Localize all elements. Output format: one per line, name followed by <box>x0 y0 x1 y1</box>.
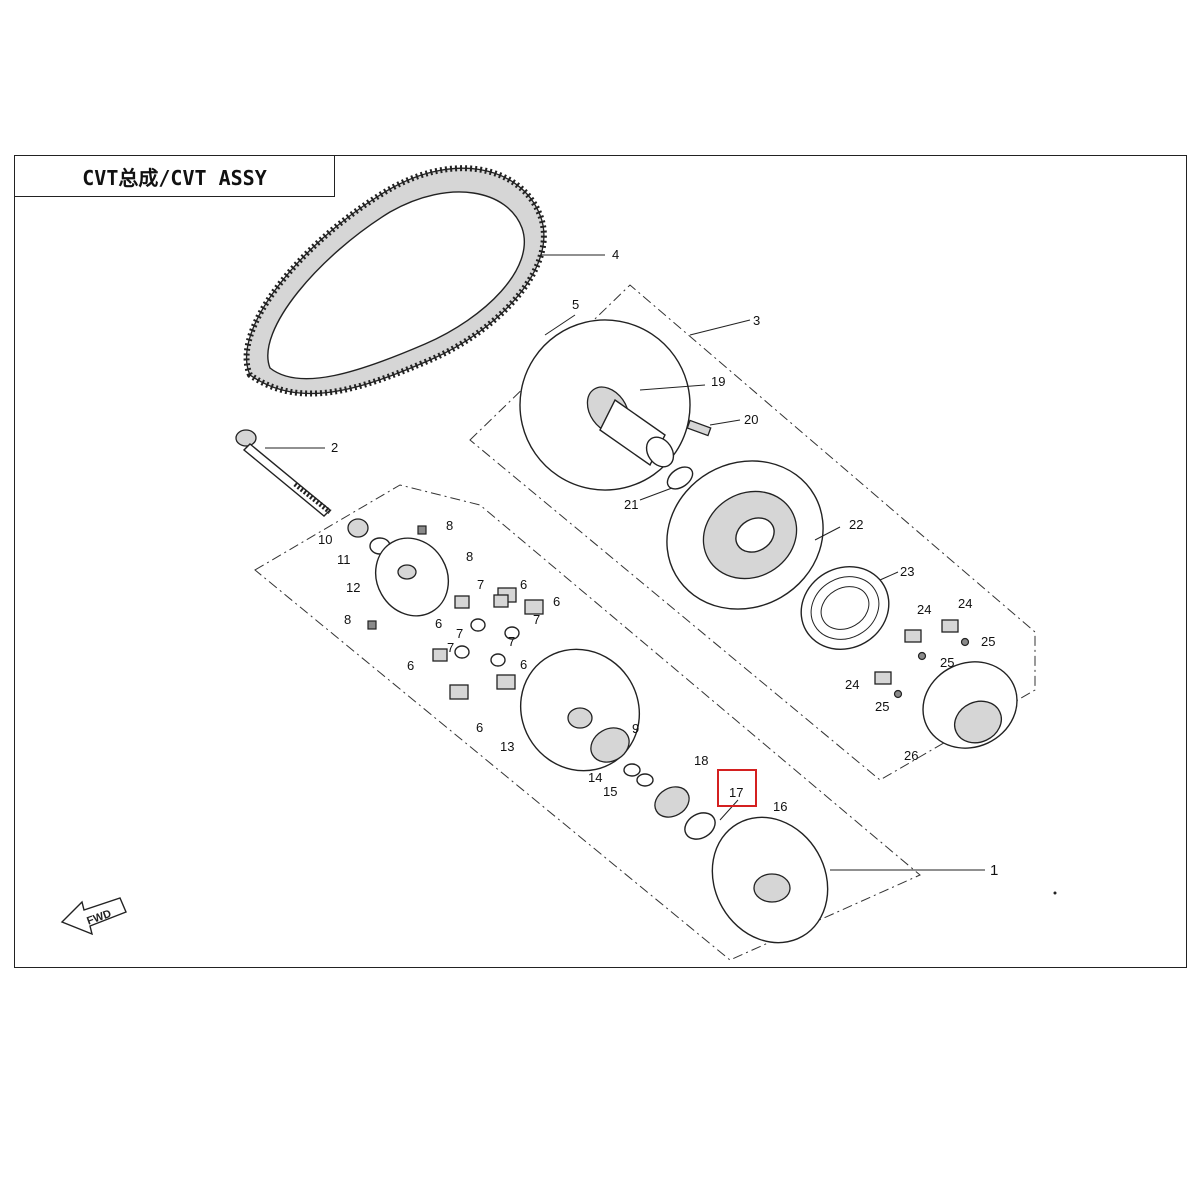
label-18: 18 <box>694 753 708 768</box>
label-6e: 6 <box>520 657 527 672</box>
highlighted-part-17: 17 <box>717 769 757 807</box>
label-17: 17 <box>729 785 743 800</box>
title-box: CVT总成/CVT ASSY <box>14 155 335 197</box>
label-10: 10 <box>318 532 332 547</box>
part-labels: 4 5 3 19 20 21 22 23 24 24 25 25 24 25 2… <box>318 247 998 879</box>
driven-spring <box>800 565 890 651</box>
label-6d: 6 <box>407 658 414 673</box>
label-24c: 24 <box>845 677 859 692</box>
rollers-and-sliders <box>367 525 544 700</box>
snap-ring <box>666 466 694 490</box>
leader-lines <box>265 254 985 871</box>
diagram-title: CVT总成/CVT ASSY <box>82 165 267 190</box>
stray-mark <box>1053 891 1057 895</box>
diagram-frame <box>14 155 1187 968</box>
drive-belt <box>243 165 547 397</box>
driven-movable-sheave <box>666 460 824 610</box>
label-1: 1 <box>990 862 998 879</box>
label-25b: 25 <box>940 655 954 670</box>
label-20: 20 <box>744 412 758 427</box>
label-24a: 24 <box>917 602 931 617</box>
driven-cam <box>922 661 1018 749</box>
label-26: 26 <box>904 748 918 763</box>
label-19: 19 <box>711 374 725 389</box>
sliders-and-screws <box>874 619 970 699</box>
drive-nut-washer <box>347 518 391 555</box>
label-6f: 6 <box>476 720 483 735</box>
drive-spring <box>590 727 630 763</box>
driven-fixed-sheave <box>519 319 691 491</box>
label-7d: 7 <box>447 640 454 655</box>
label-25a: 25 <box>981 634 995 649</box>
label-3: 3 <box>753 313 760 328</box>
label-13: 13 <box>500 739 514 754</box>
label-7a: 7 <box>477 577 484 592</box>
label-24b: 24 <box>958 596 972 611</box>
label-6b: 6 <box>553 594 560 609</box>
label-8a: 8 <box>446 518 453 533</box>
label-6c: 6 <box>435 616 442 631</box>
drive-fixed-sheave <box>711 816 829 944</box>
label-6a: 6 <box>520 577 527 592</box>
label-15: 15 <box>603 784 617 799</box>
label-8b: 8 <box>466 549 473 564</box>
label-8c: 8 <box>344 612 351 627</box>
washers-and-bushings <box>623 763 716 840</box>
label-23: 23 <box>900 564 914 579</box>
fwd-arrow: FWD <box>60 897 127 936</box>
key <box>686 419 712 437</box>
label-16: 16 <box>773 799 787 814</box>
label-7b: 7 <box>456 626 463 641</box>
label-21: 21 <box>624 497 638 512</box>
highlight-box <box>717 769 757 807</box>
drive-assembly-boundary <box>254 484 921 961</box>
label-25c: 25 <box>875 699 889 714</box>
ramp-plate <box>374 537 450 617</box>
long-bolt <box>235 429 332 517</box>
label-2: 2 <box>331 440 338 455</box>
driven-assembly-boundary <box>469 284 1036 781</box>
label-5: 5 <box>572 297 579 312</box>
label-4: 4 <box>612 247 619 262</box>
label-14: 14 <box>588 770 602 785</box>
label-22: 22 <box>849 517 863 532</box>
label-9: 9 <box>632 721 639 736</box>
label-12: 12 <box>346 580 360 595</box>
label-7e: 7 <box>508 634 515 649</box>
label-11: 11 <box>337 552 351 567</box>
label-7c: 7 <box>533 612 540 627</box>
